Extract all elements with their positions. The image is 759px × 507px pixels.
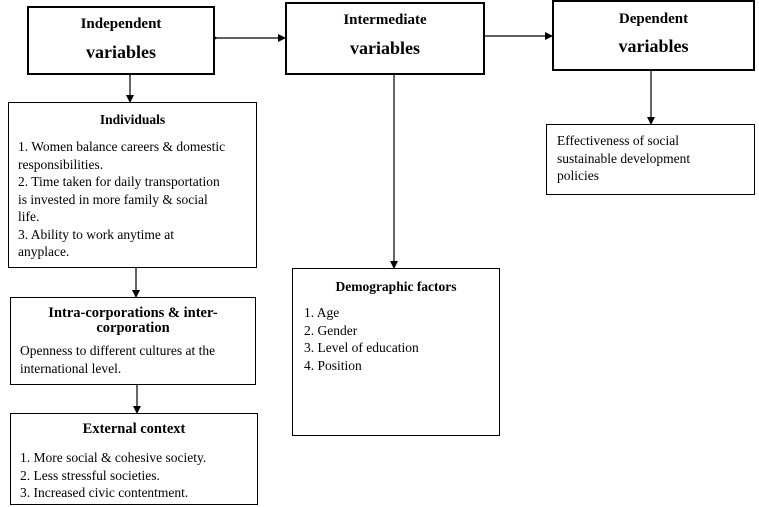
- individuals-line: 1. Women balance careers & domestic: [18, 139, 226, 154]
- individuals-line: is invested in more family & social: [18, 191, 208, 207]
- intermediate-label-2: variables: [350, 38, 420, 58]
- individuals-line: responsibilities.: [18, 156, 104, 172]
- intra-text: Openness to different cultures at the in…: [20, 342, 215, 377]
- intra-title: Intra-corporations & inter- corporation: [11, 305, 255, 335]
- intra-title-line: corporation: [96, 320, 170, 336]
- independent-label-1: Independent: [80, 16, 162, 32]
- independent-label-2: variables: [86, 42, 156, 62]
- demographic-line: 1. Age: [304, 305, 340, 320]
- intermediate-label-1: Intermediate: [343, 12, 427, 28]
- individuals-line: life.: [18, 209, 40, 224]
- effectiveness-box: Effectiveness of social sustainable deve…: [546, 124, 755, 195]
- demographic-line: 4. Position: [304, 357, 362, 373]
- independent-variables-box: Independent variables: [27, 6, 215, 75]
- effectiveness-text: Effectiveness of social sustainable deve…: [557, 132, 690, 185]
- demographic-line: 3. Level of education: [304, 340, 419, 355]
- individuals-line: anyplace.: [18, 244, 70, 259]
- effectiveness-line: sustainable development: [557, 150, 691, 166]
- demographic-factors-box: Demographic factors 1. Age 2. Gender 3. …: [292, 268, 500, 436]
- individuals-line: 3. Ability to work anytime at: [18, 226, 174, 242]
- external-title: External context: [82, 421, 186, 437]
- individuals-title: Individuals: [99, 112, 166, 127]
- dependent-label-2: variables: [618, 36, 689, 56]
- intra-corporations-box: Intra-corporations & inter- corporation …: [10, 297, 256, 385]
- intra-line: international level.: [20, 360, 122, 376]
- demographic-line: 2. Gender: [304, 322, 358, 338]
- effectiveness-line: policies: [557, 168, 599, 183]
- external-line: 1. More social & cohesive society.: [20, 450, 207, 465]
- external-line: 2. Less stressful societies.: [20, 467, 160, 483]
- effectiveness-line: Effectiveness of social: [557, 133, 679, 148]
- external-text: 1. More social & cohesive society. 2. Le…: [20, 449, 206, 502]
- external-context-box: External context 1. More social & cohesi…: [10, 413, 258, 505]
- demographic-title: Demographic factors: [335, 279, 457, 294]
- intermediate-variables-box: Intermediate variables: [285, 2, 485, 75]
- intra-title-line: Intra-corporations & inter-: [48, 305, 218, 321]
- individuals-line: 2. Time taken for daily transportation: [18, 174, 220, 189]
- demographic-text: 1. Age 2. Gender 3. Level of education 4…: [304, 304, 419, 374]
- individuals-text: 1. Women balance careers & domestic resp…: [18, 138, 225, 261]
- individuals-box: Individuals 1. Women balance careers & d…: [8, 102, 257, 268]
- external-line: 3. Increased civic contentment.: [20, 485, 189, 500]
- dependent-variables-box: Dependent variables: [552, 0, 755, 71]
- intra-line: Openness to different cultures at the: [20, 343, 216, 358]
- dependent-label-1: Dependent: [618, 11, 689, 27]
